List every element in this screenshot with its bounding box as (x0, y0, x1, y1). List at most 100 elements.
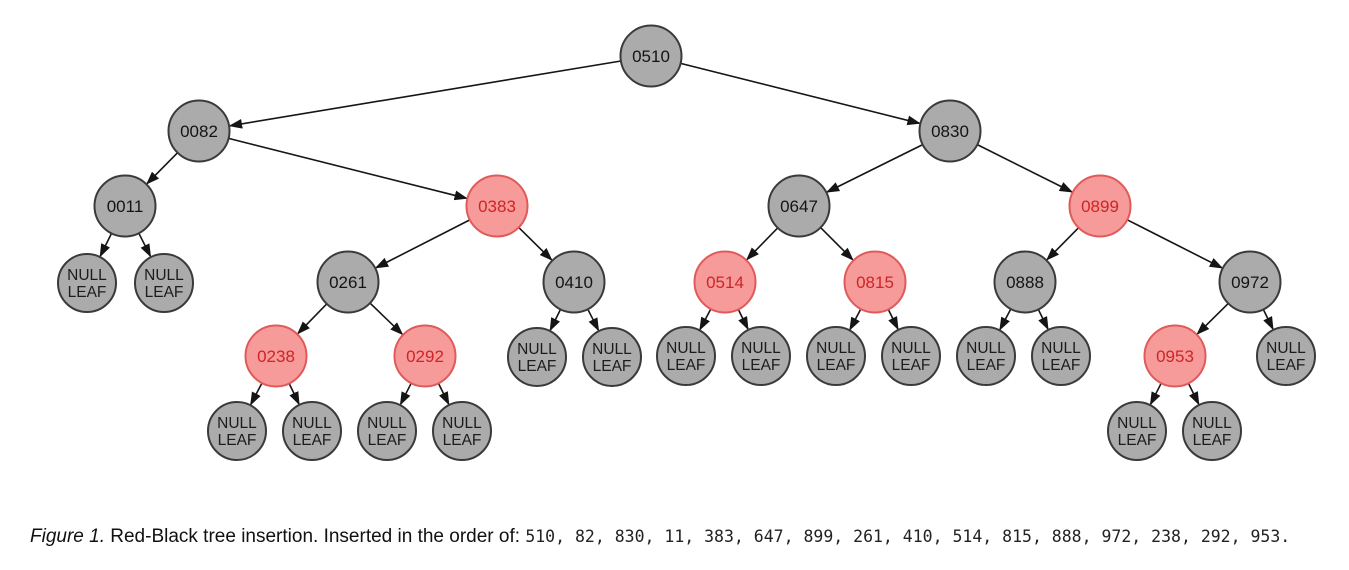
tree-edge-0647-0514 (747, 227, 779, 260)
node-circle (1218, 250, 1282, 314)
node-circle (542, 250, 606, 314)
tree-edge-0383-0261 (376, 219, 471, 269)
node-circle (207, 401, 267, 461)
node-circle (582, 327, 642, 387)
tree-edge-0261-0238 (298, 303, 328, 334)
node-circle (956, 326, 1016, 386)
tree-edge-0410-x7 (549, 309, 562, 330)
tree-edge-0830-0899 (976, 143, 1072, 193)
tree-node-0972: 0972 (1218, 250, 1282, 314)
figure-caption: Figure 1. Red-Black tree insertion. Inse… (30, 524, 1290, 550)
node-label: 0292 (406, 347, 444, 366)
node-label: 0238 (257, 347, 295, 366)
tree-edge-0011-x1 (99, 233, 113, 256)
tree-edge-0510-0830 (680, 62, 920, 123)
node-circle (843, 250, 907, 314)
node-circle (393, 324, 457, 388)
node-label: 0261 (329, 273, 367, 292)
tree-edge-0899-0972 (1126, 219, 1222, 269)
node-circle (507, 327, 567, 387)
tree-edge-0238-x4 (288, 383, 300, 405)
node-label: 0082 (180, 122, 218, 141)
tree-edge-0815-x12 (887, 309, 899, 329)
tree-edge-0261-0292 (369, 302, 402, 334)
red-black-tree-diagram: 0510 0082 0830 0011 0383 0647 0899 0261 0410 0514… (57, 24, 1316, 461)
tree-node-0383: 0383 (465, 174, 529, 238)
node-label: 0383 (478, 197, 516, 216)
node-circle (656, 326, 716, 386)
tree-node-0888: 0888 (993, 250, 1057, 314)
node-label: 0410 (555, 273, 593, 292)
caption-figure-label: Figure 1. (30, 526, 105, 547)
tree-edge-0830-0647 (827, 143, 924, 193)
tree-node-0510: 0510 (619, 24, 683, 88)
tree-node-0410: 0410 (542, 250, 606, 314)
node-label: 0815 (856, 273, 894, 292)
node-label: 0510 (632, 47, 670, 66)
tree-edge-0899-0888 (1047, 227, 1080, 260)
tree-edge-0292-x5 (399, 382, 412, 404)
node-circle (465, 174, 529, 238)
tree-edge-0510-0082 (230, 60, 622, 126)
node-circle (57, 253, 117, 313)
caption-text: Red-Black tree insertion. Inserted in th… (104, 526, 526, 547)
node-circle (1031, 326, 1091, 386)
node-label: 0899 (1081, 197, 1119, 216)
tree-node-0815: 0815 (843, 250, 907, 314)
tree-edge-0953-x16 (1187, 383, 1200, 404)
node-circle (316, 250, 380, 314)
tree-edge-0082-0011 (147, 152, 179, 184)
tree-edge-0514-x10 (737, 309, 749, 329)
node-circle (881, 326, 941, 386)
node-label: 0647 (780, 197, 818, 216)
node-circle (806, 326, 866, 386)
tree-edge-0514-x9 (699, 308, 712, 330)
tree-edge-0888-x13 (999, 308, 1012, 330)
node-label: 0011 (107, 197, 144, 216)
node-circle (93, 174, 157, 238)
tree-edge-0815-x11 (849, 308, 862, 330)
node-circle (993, 250, 1057, 314)
tree-node-0238: 0238 (244, 324, 308, 388)
tree-node-0647: 0647 (767, 174, 831, 238)
tree-edge-0888-x14 (1037, 309, 1049, 329)
node-circle (918, 99, 982, 163)
node-circle (134, 253, 194, 313)
node-circle (167, 99, 231, 163)
tree-node-0292: 0292 (393, 324, 457, 388)
node-circle (244, 324, 308, 388)
node-circle (1256, 326, 1316, 386)
node-label: 0953 (1156, 347, 1194, 366)
tree-node-0830: 0830 (918, 99, 982, 163)
tree-edge-0383-0410 (518, 226, 552, 260)
tree-edge-0972-x17 (1262, 309, 1274, 329)
tree-node-0011: 0011 (93, 174, 157, 238)
tree-edge-0647-0815 (820, 227, 853, 260)
node-label: 0514 (706, 273, 744, 292)
caption-insertion-order: 510, 82, 830, 11, 383, 647, 899, 261, 41… (525, 527, 1291, 546)
node-circle (619, 24, 683, 88)
